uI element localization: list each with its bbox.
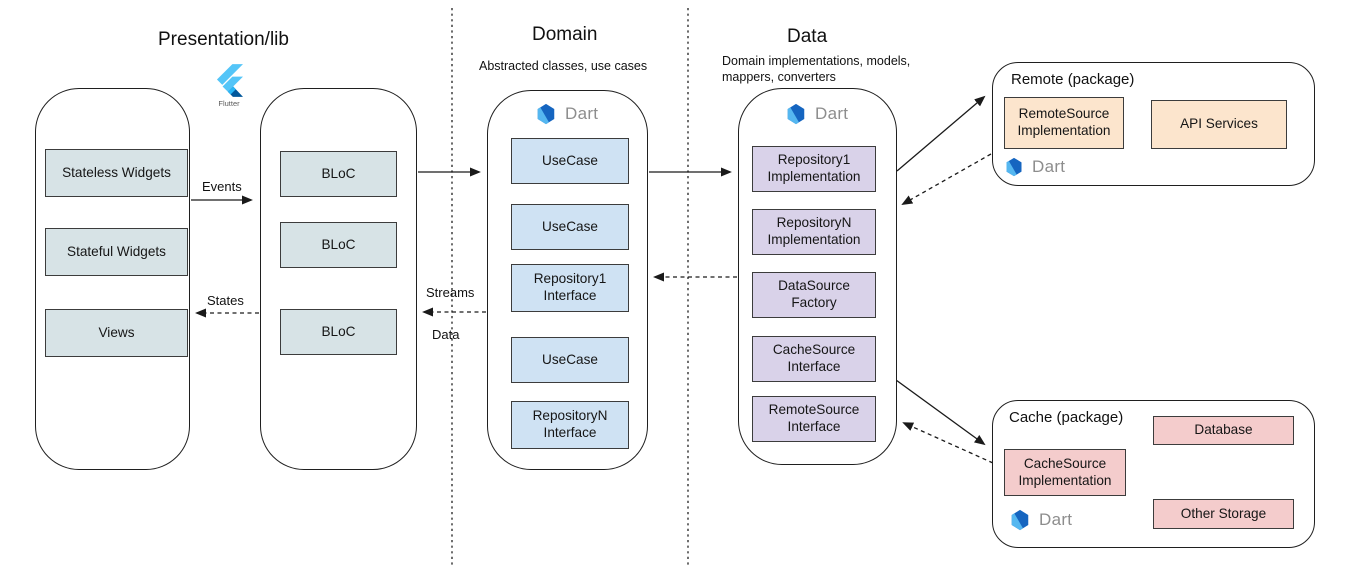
bloc-box-3: BLoC [280,309,397,355]
data-to-remote-arrow [896,95,986,172]
streams-arrow-label: Streams [426,285,475,300]
repositoryn-implementation-box: RepositoryN Implementation [752,209,876,255]
data-layer-subtitle-line1: Domain implementations, models, [722,54,911,68]
cache-dart-logo: Dart [1009,509,1072,531]
cache-dart-label: Dart [1039,510,1073,529]
other-storage-box: Other Storage [1153,499,1294,529]
repository1-implementation-box: Repository1 Implementation [752,146,876,192]
bloc-panel: BLoC BLoC BLoC [260,88,417,470]
data-arrow-label: Data [432,327,460,342]
remote-package-panel: Remote (package) RemoteSource Implementa… [992,62,1315,186]
domain-dart-logo: Dart [535,103,598,125]
data-panel: Dart Repository1 Implementation Reposito… [738,88,897,465]
stateless-widgets-box: Stateless Widgets [45,149,188,197]
remote-dart-label: Dart [1032,157,1066,176]
dart-icon [1006,157,1022,177]
cache-package-title: Cache (package) [1009,409,1124,426]
domain-dart-label: Dart [565,104,599,123]
remotesource-implementation-box: RemoteSource Implementation [1004,97,1124,149]
cache-to-data-dashed-arrow [902,422,994,464]
data-dart-label: Dart [815,104,849,123]
dart-icon [1011,509,1029,531]
presentation-layer-title: Presentation/lib [158,29,289,50]
views-box: Views [45,309,188,357]
usecase-box-1: UseCase [511,138,629,184]
usecase-box-2: UseCase [511,204,629,250]
repository1-interface-box: Repository1 Interface [511,264,629,312]
remote-dart-logo: Dart [1004,157,1065,177]
domain-layer-title: Domain [532,24,598,45]
remote-to-data-dashed-arrow [901,153,992,205]
bloc-box-1: BLoC [280,151,397,197]
data-to-cache-arrow [895,379,986,446]
stateful-widgets-box: Stateful Widgets [45,228,188,276]
widgets-panel: Stateless Widgets Stateful Widgets Views [35,88,190,470]
datasource-factory-box: DataSource Factory [752,272,876,318]
remote-package-title: Remote (package) [1011,71,1135,88]
cachesource-interface-box: CacheSource Interface [752,336,876,382]
usecase-box-3: UseCase [511,337,629,383]
dart-icon [537,103,555,125]
flutter-logo-label: Flutter [218,99,240,108]
flutter-icon [216,64,243,97]
data-layer-title: Data [787,26,828,47]
domain-panel: Dart UseCase UseCase Repository1 Interfa… [487,90,648,470]
data-layer-subtitle-line2: mappers, converters [722,70,836,84]
domain-layer-subtitle: Abstracted classes, use cases [479,59,648,73]
data-dart-logo: Dart [785,103,848,125]
bloc-box-2: BLoC [280,222,397,268]
dart-icon [787,103,805,125]
cachesource-implementation-box: CacheSource Implementation [1004,449,1126,496]
database-box: Database [1153,416,1294,445]
cache-package-panel: Cache (package) Database CacheSource Imp… [992,400,1315,548]
flutter-logo: Flutter [209,64,249,108]
remotesource-interface-box: RemoteSource Interface [752,396,876,442]
repositoryn-interface-box: RepositoryN Interface [511,401,629,449]
api-services-box: API Services [1151,100,1287,149]
states-arrow-label: States [207,293,244,308]
events-arrow-label: Events [202,179,242,194]
